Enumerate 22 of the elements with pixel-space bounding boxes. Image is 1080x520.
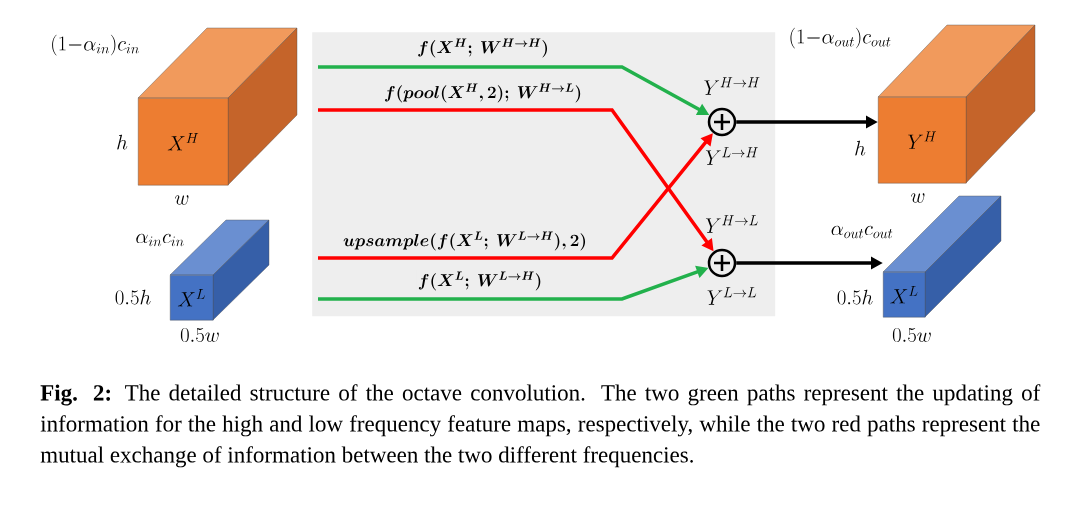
- edge-label: $\bm{upsample(f(X^{L};\ W^{L\rightarrow H}),2)}$: [342, 230, 588, 252]
- output-label: $Y^{H\rightarrow H}$: [704, 77, 760, 95]
- dimension-label: $h$: [855, 140, 866, 156]
- dimension-label: $(1{-}\alpha_{in})c_{in}$: [52, 34, 139, 56]
- caption: Fig. 2: The detailed structure of the octave convolution. The two green paths represent the updating of information for the high and low frequency feature maps, respectively, while the two red paths represent the mutual exchange of information between the two different frequencies.: [40, 384, 1041, 468]
- dimension-label: $0.5h$: [115, 289, 151, 305]
- node-label: $X^{L}$: [177, 289, 205, 307]
- output-label: $Y^{L\rightarrow H}$: [705, 147, 758, 165]
- dimension-label: $0.5h$: [837, 289, 873, 305]
- sum-symbol: [707, 248, 737, 278]
- output-label: $Y^{H\rightarrow L}$: [705, 215, 758, 233]
- output-label: $Y^{L\rightarrow L}$: [707, 287, 757, 305]
- edge-label: $\bm{f(X^{H};\ W^{H\rightarrow H})}$: [416, 37, 550, 59]
- sum-symbol: [707, 107, 737, 137]
- dimension-label: $h$: [117, 134, 128, 150]
- node-label: $X^{L}$: [890, 286, 918, 304]
- node-label: $X^{H}$: [167, 133, 199, 151]
- node-label: $Y^{H}$: [908, 131, 937, 149]
- dimension-label: $w$: [175, 195, 189, 205]
- dimension-label: $w$: [911, 193, 925, 203]
- dimension-label: $0.5w$: [892, 328, 931, 342]
- dimension-label: $0.5w$: [180, 328, 219, 342]
